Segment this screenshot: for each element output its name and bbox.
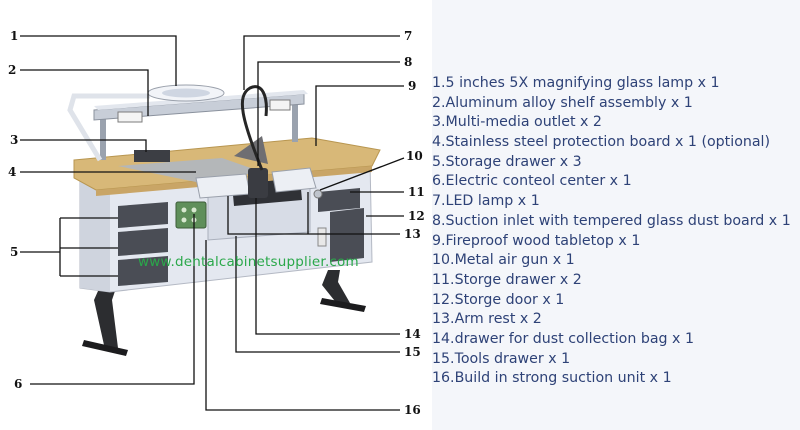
callout-12: 12 (408, 209, 425, 223)
leader-line (20, 69, 149, 116)
callout-1: 1 (10, 29, 18, 43)
leader-line (30, 214, 195, 385)
leader-line (257, 61, 400, 166)
left-foot (82, 340, 128, 356)
watermark: www.dentalcabinetsupplier.com (138, 254, 359, 270)
callout-9: 9 (408, 79, 416, 93)
callout-11: 11 (408, 185, 425, 199)
callout-16: 16 (404, 403, 421, 417)
control-panel (175, 201, 207, 229)
glass-dust-board (234, 136, 268, 164)
right-drawer (318, 188, 360, 212)
shelf-post (100, 112, 106, 160)
legend-item: 7.LED lamp x 1 (432, 193, 540, 210)
callout-7: 7 (404, 29, 412, 43)
control-knob (191, 207, 197, 213)
leader-line (20, 139, 147, 152)
shelf-post (292, 96, 298, 142)
right-leg (322, 270, 350, 305)
leader-line (59, 217, 118, 277)
power-switch (317, 227, 327, 247)
legend-item: 2.Aluminum alloy shelf assembly x 1 (432, 94, 693, 111)
legend-item: 5.Storage drawer x 3 (432, 153, 582, 170)
legend-item: 12.Storge door x 1 (432, 291, 565, 308)
leader-lines (20, 35, 405, 411)
callout-6: 6 (14, 377, 22, 391)
drawer-front (118, 228, 168, 256)
arm-rest (271, 167, 317, 193)
led-gooseneck (240, 85, 268, 171)
legend-item: 8.Suction inlet with tempered glass dust… (432, 212, 791, 229)
air-gun (313, 189, 323, 199)
legend-item: 15.Tools drawer x 1 (432, 350, 571, 367)
legend-item: 9.Fireproof wood tabletop x 1 (432, 232, 641, 249)
drawer-front (118, 256, 168, 286)
lamp-lens (162, 88, 210, 98)
leader-line (235, 236, 400, 353)
callout-3: 3 (10, 133, 18, 147)
control-knob (181, 207, 187, 213)
callout-5: 5 (10, 245, 18, 259)
callout-4: 4 (8, 165, 16, 179)
legend-item: 10.Metal air gun x 1 (432, 252, 575, 269)
leader-line (243, 35, 400, 90)
callout-8: 8 (404, 55, 412, 69)
outlet (117, 111, 143, 123)
callout-14: 14 (404, 327, 421, 341)
drawer-front (118, 202, 168, 228)
legend-item: 4.Stainless steel protection board x 1 (… (432, 134, 771, 151)
workbench-illustration (67, 84, 381, 356)
outlet (269, 99, 291, 111)
left-drawers (118, 202, 168, 286)
leader-line (255, 198, 400, 335)
callout-numbers: 1 2 3 4 5 6 7 8 9 10 11 12 13 14 15 16 (8, 29, 425, 417)
leader-line (319, 157, 405, 191)
right-foot (320, 298, 366, 312)
leader-line (20, 35, 177, 86)
control-knob (181, 217, 187, 223)
callout-2: 2 (8, 63, 16, 77)
multimedia-outlet (134, 150, 170, 162)
legend-item: 13.Arm rest x 2 (432, 311, 542, 328)
suction-inlet (248, 168, 268, 198)
cabinet-side (80, 180, 110, 292)
legend-item: 1.5 inches 5X magnifying glass lamp x 1 (432, 75, 720, 91)
lamp-arm (67, 93, 150, 162)
left-leg (94, 282, 118, 348)
legend-item: 11.Storge drawer x 2 (432, 271, 582, 288)
leader-line (205, 240, 400, 411)
leader-line (315, 85, 404, 146)
legend-item: 6.Electric conteol center x 1 (432, 173, 632, 190)
magnifying-lamp (67, 84, 225, 162)
callout-10: 10 (406, 149, 423, 163)
callout-13: 13 (404, 227, 421, 241)
legend-panel (432, 0, 800, 430)
legend-list: 1.5 inches 5X magnifying glass lamp x 1 … (432, 74, 791, 389)
legend-item: 14.drawer for dust collection bag x 1 (432, 330, 694, 347)
legend-item: 3.Multi-media outlet x 2 (432, 114, 602, 131)
leader-line (227, 192, 400, 235)
arm-rest (195, 173, 251, 199)
right-door (330, 208, 364, 262)
legend-item: 16.Build in strong suction unit x 1 (432, 370, 672, 387)
callout-15: 15 (404, 345, 421, 359)
